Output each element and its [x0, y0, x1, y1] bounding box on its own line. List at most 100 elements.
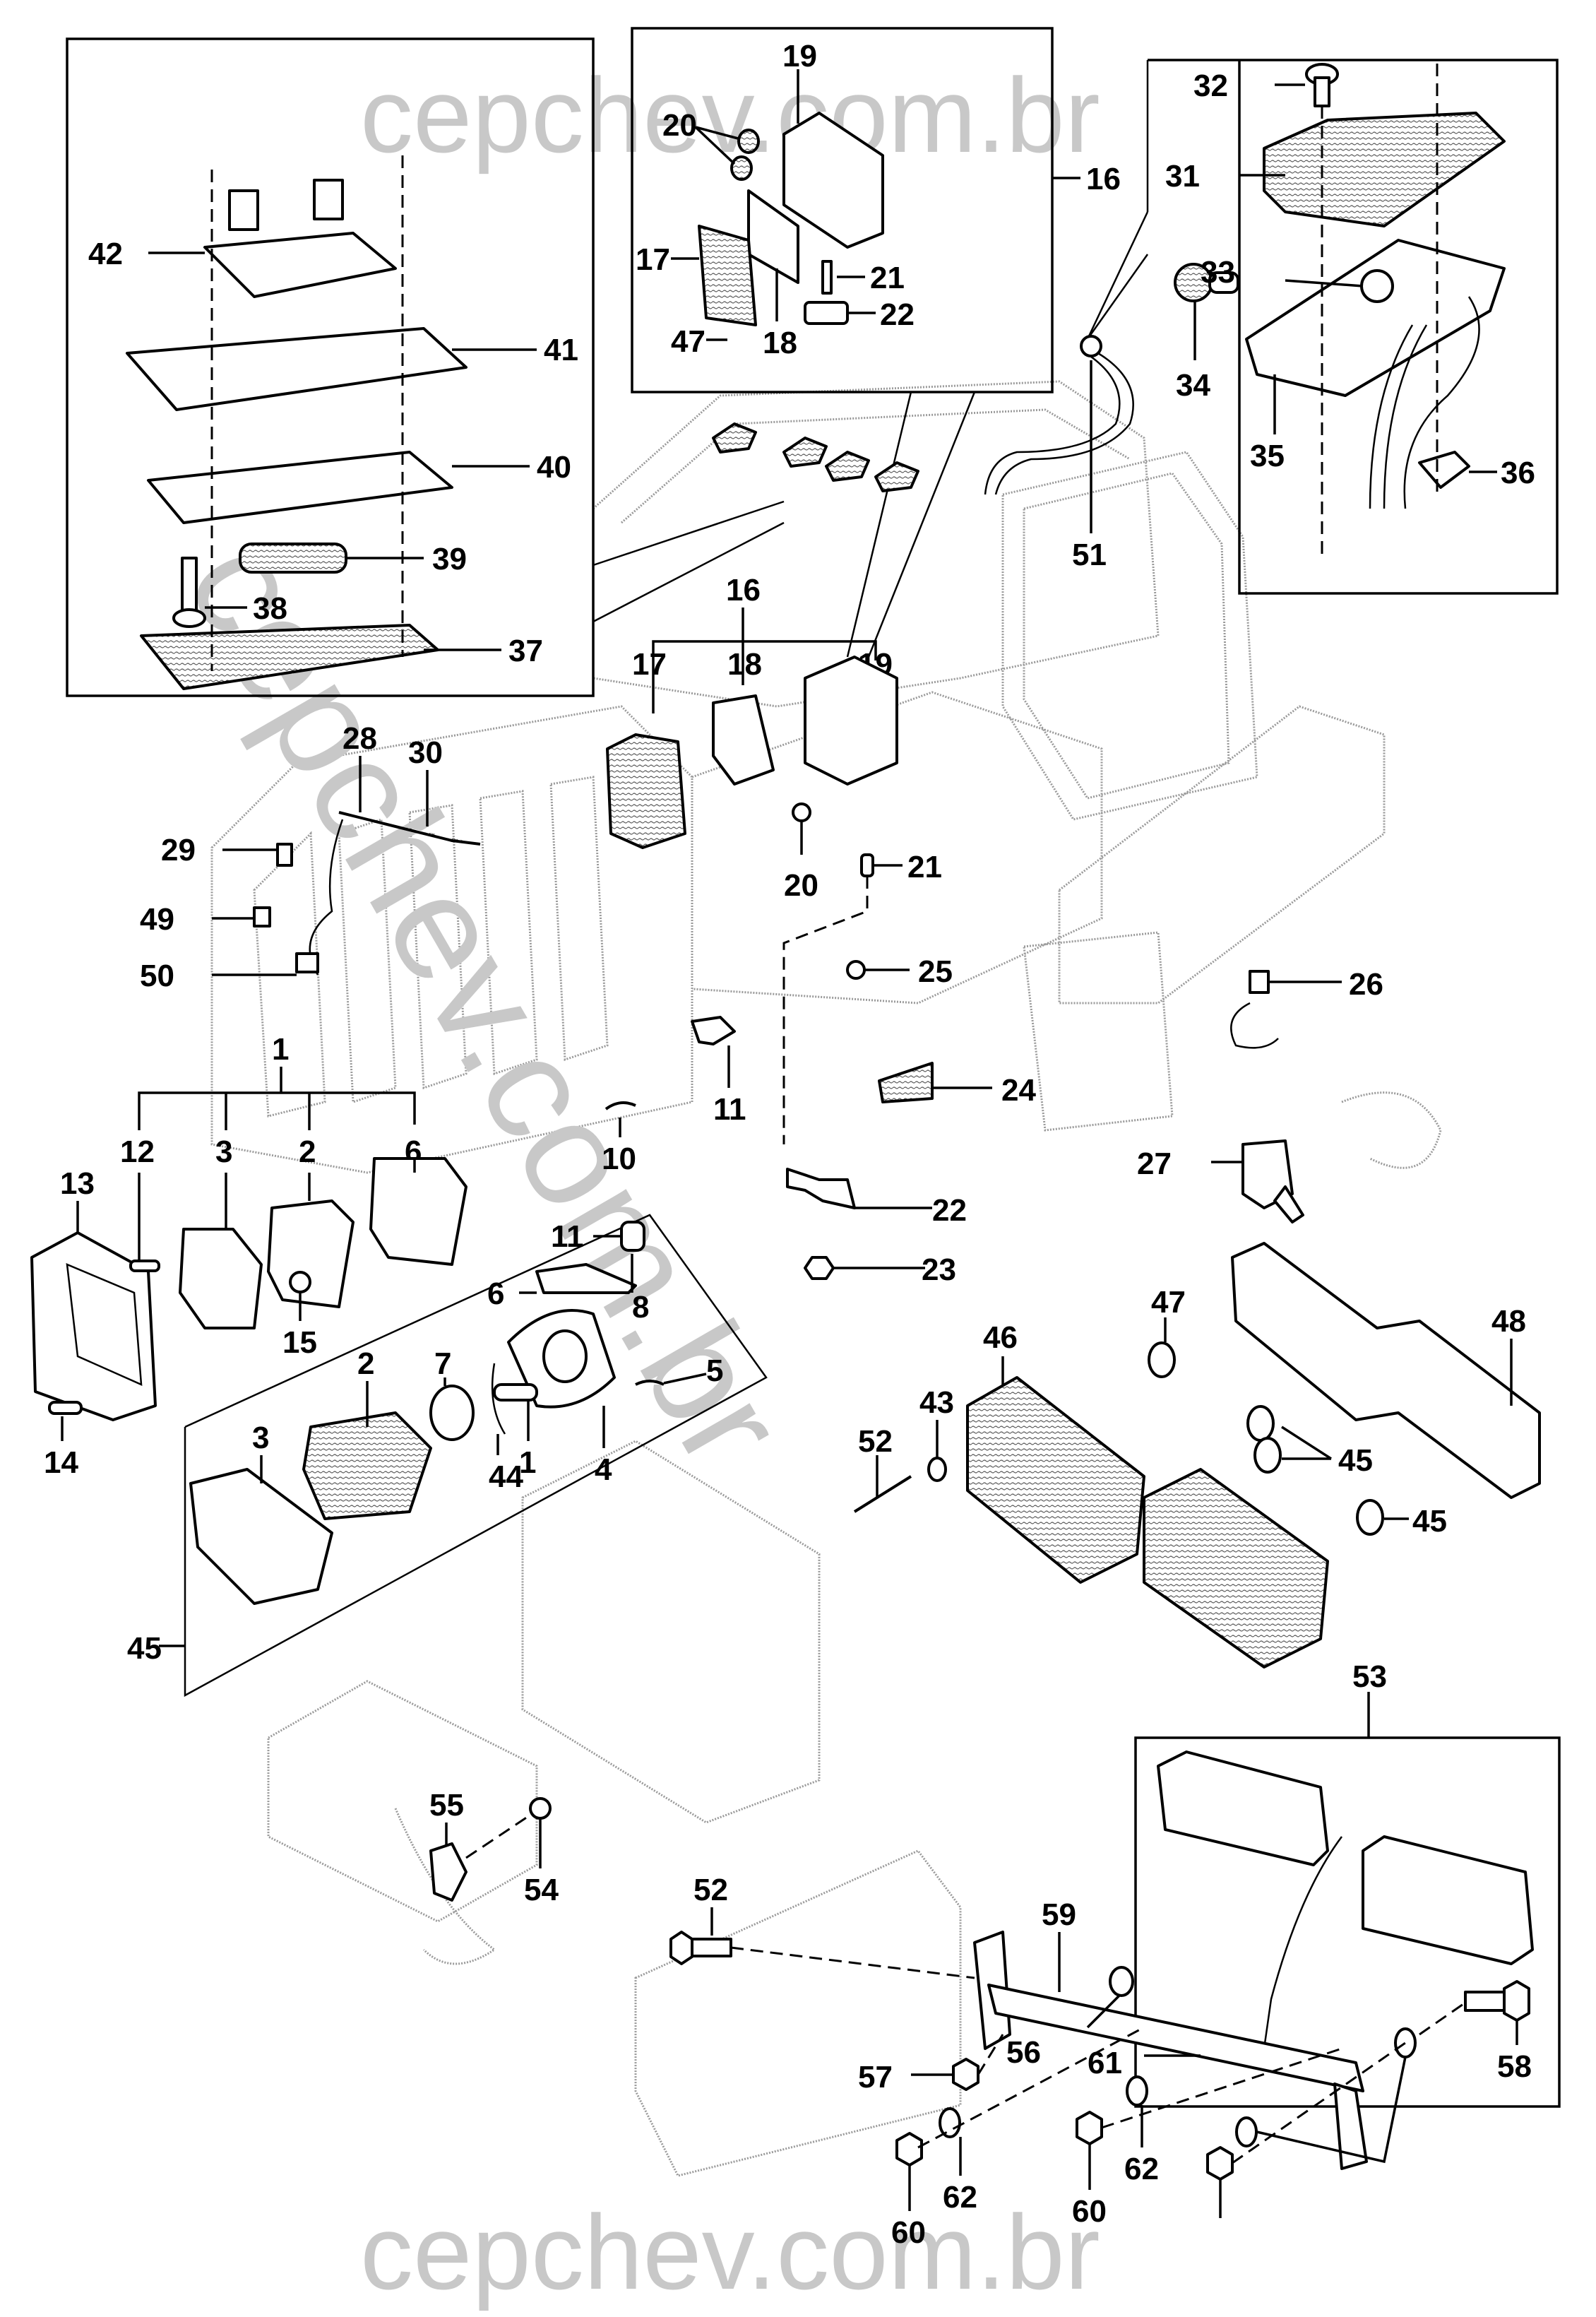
bulb-45	[1148, 1341, 1176, 1378]
harness-connector-51	[1080, 335, 1102, 357]
callout-45-middle: 45	[1338, 1443, 1373, 1478]
connector-icon	[313, 179, 344, 220]
callout-36: 36	[1501, 456, 1535, 490]
callout-49: 49	[140, 902, 174, 937]
bracket-22	[786, 1168, 856, 1209]
washer-48	[927, 1457, 947, 1482]
callout-7: 7	[434, 1346, 451, 1381]
bolt-55-shank	[691, 1938, 732, 1957]
roof-marker-lamp	[782, 437, 828, 468]
stud-21	[821, 260, 833, 295]
connector-icon	[228, 189, 259, 231]
watermark-top: cepchev.com.br	[360, 56, 1100, 174]
front-harness: 28 30 29 49 50	[140, 721, 481, 993]
socket-33	[1360, 269, 1394, 303]
bulb-39	[239, 543, 347, 574]
callout-17-assembly: 17	[632, 647, 667, 682]
callout-62-mid: 62	[1124, 2152, 1159, 2186]
callout-1-bottom: 45	[127, 1631, 162, 1666]
callout-27: 27	[1137, 1146, 1172, 1181]
callout-2-lower: 2	[357, 1346, 374, 1381]
callout-3-top: 3	[215, 1134, 232, 1169]
clip-36	[1418, 451, 1470, 489]
callout-46: 48	[1491, 1304, 1526, 1339]
callout-56: 57	[858, 2060, 893, 2094]
callout-41: 41	[544, 333, 578, 367]
rear-lamp-group: 46 48 47 45 45 45 43 52	[853, 1242, 1541, 1669]
gasket-46	[1231, 1242, 1541, 1499]
washer-58	[939, 2107, 961, 2138]
base-35	[1245, 239, 1506, 397]
callout-53: 54	[524, 1873, 559, 1907]
lens-17-assembly	[606, 733, 686, 849]
callout-16-assembly: 16	[726, 573, 761, 608]
headlamp-group: 1 12 3 2 6 13 15 14 45	[30, 1032, 768, 1697]
callout-9: 4	[595, 1452, 612, 1487]
clip-4	[491, 1363, 506, 1435]
screw-38	[181, 557, 198, 616]
callout-11-upper: 11	[713, 1092, 746, 1127]
callout-52-chassis: 55	[429, 1788, 464, 1823]
callout-11-lower: 11	[551, 1219, 584, 1254]
gasket-18-assembly	[712, 694, 775, 786]
callout-21: 21	[870, 261, 905, 295]
callout-19: 19	[782, 39, 817, 73]
callout-28: 28	[343, 721, 377, 756]
harness-30	[338, 811, 481, 846]
callout-44: 46	[983, 1320, 1018, 1355]
callout-37: 37	[508, 634, 543, 668]
callout-20: 20	[662, 108, 697, 143]
callout-52-bracket: 56	[1006, 2035, 1041, 2070]
gasket-18	[747, 189, 799, 284]
bulb-45	[1253, 1437, 1282, 1474]
callout-34: 34	[1176, 368, 1210, 403]
lamp-2	[267, 1199, 355, 1308]
connector-49	[253, 906, 271, 928]
inset-frame	[66, 37, 595, 697]
bracket-54-arm	[987, 1984, 1364, 2092]
callout-1-top: 1	[272, 1032, 289, 1067]
nut-60-lower	[1206, 2146, 1234, 2181]
connector-50	[295, 952, 319, 973]
bolt-55	[669, 1931, 693, 1965]
side-marker-24	[878, 1062, 934, 1103]
callout-45-bottom: 45	[1412, 1504, 1447, 1539]
callout-10-upper: 10	[602, 1142, 636, 1176]
inset-frame	[1148, 59, 1559, 595]
roof-marker-lamp	[712, 422, 757, 454]
clip-52	[429, 1842, 468, 1902]
callout-60-mid: 60	[1072, 2194, 1107, 2229]
callout-23: 23	[922, 1252, 956, 1287]
housing-6	[369, 1157, 468, 1266]
watermark-bottom: cepchev.com.br	[360, 2193, 1100, 2311]
callout-18: 18	[763, 326, 797, 360]
nut-56	[952, 2058, 979, 2091]
callout-16: 16	[1086, 162, 1121, 196]
spring-10	[605, 1101, 636, 1110]
callout-15: 15	[282, 1325, 317, 1360]
work-lamp-inset: 19 20 16 17 21 22 18 47	[631, 27, 1121, 658]
grommet-15	[289, 1271, 311, 1293]
callout-4: 44	[489, 1459, 523, 1494]
washer-62-right	[1394, 2027, 1417, 2058]
callout-21-assembly: 21	[907, 850, 942, 884]
callout-45-top: 47	[1151, 1285, 1186, 1320]
inset-frame	[631, 27, 1054, 393]
callout-12: 12	[120, 1134, 155, 1169]
bulb-5	[493, 1383, 538, 1402]
connector-29	[276, 843, 293, 867]
callout-40: 40	[537, 450, 571, 485]
callout-8: 8	[632, 1290, 649, 1325]
callout-6-lower: 6	[487, 1276, 504, 1311]
lamp-body-44-right	[1143, 1468, 1329, 1669]
bolt-61	[1464, 1991, 1506, 2012]
callout-47-rear: 52	[858, 1424, 893, 1459]
roof-markers: 51	[712, 335, 1134, 572]
callout-61: 58	[1497, 2049, 1532, 2084]
callout-51: 51	[1072, 538, 1107, 572]
bulb-20	[737, 129, 760, 154]
bulb-20	[730, 155, 753, 181]
screw-14	[48, 1401, 83, 1415]
callout-20-assembly: 20	[784, 868, 818, 903]
bulb-45	[1356, 1499, 1384, 1536]
